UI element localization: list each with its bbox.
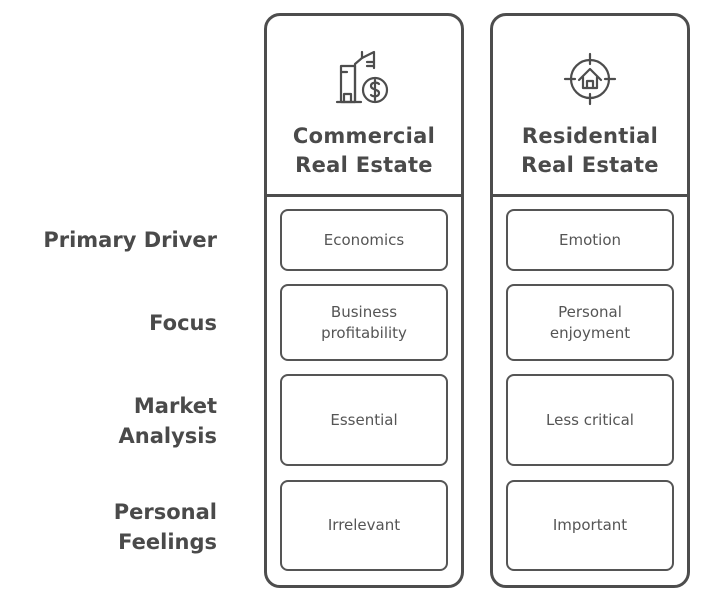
column-title-line: Commercial bbox=[292, 124, 436, 148]
column-title-line: Real Estate bbox=[295, 153, 433, 177]
column-title: Commercial Real Estate bbox=[267, 122, 461, 180]
row-label-focus: Focus bbox=[149, 308, 217, 338]
cell-residential-personal-feelings: Important bbox=[506, 480, 674, 571]
row-label-line: Market bbox=[133, 394, 217, 418]
row-label-line: Feelings bbox=[118, 530, 217, 554]
cell-text: Personal bbox=[558, 302, 622, 321]
row-label-personal-feelings: Personal Feelings bbox=[114, 497, 217, 557]
row-label-market-analysis: Market Analysis bbox=[119, 391, 217, 451]
office-building-dollar-icon bbox=[335, 50, 389, 104]
cell-text: Essential bbox=[330, 410, 398, 429]
cell-commercial-market-analysis: Essential bbox=[280, 374, 448, 466]
column-commercial-real-estate: Commercial Real Estate Economics Busines… bbox=[264, 13, 464, 588]
row-label-line: Analysis bbox=[118, 424, 217, 448]
cell-text: Business bbox=[330, 302, 398, 321]
row-label-line: Focus bbox=[149, 311, 217, 335]
cell-residential-market-analysis: Less critical bbox=[506, 374, 674, 466]
cell-text: Irrelevant bbox=[327, 516, 401, 534]
row-label-line: Personal bbox=[113, 500, 217, 524]
cell-text: Important bbox=[552, 516, 628, 534]
cell-text: profitability bbox=[321, 323, 407, 342]
house-target-icon bbox=[563, 52, 617, 106]
cell-commercial-primary-driver: Economics bbox=[280, 209, 448, 271]
column-residential-real-estate: Residential Real Estate Emotion Personal… bbox=[490, 13, 690, 588]
cell-commercial-focus: Business profitability bbox=[280, 284, 448, 361]
cell-text: enjoyment bbox=[549, 323, 631, 342]
column-header: Commercial Real Estate bbox=[267, 16, 461, 197]
row-label-line: Primary Driver bbox=[43, 228, 217, 252]
cell-commercial-personal-feelings: Irrelevant bbox=[280, 480, 448, 571]
cell-text: Economics bbox=[323, 230, 405, 249]
row-label-primary-driver: Primary Driver bbox=[43, 225, 217, 255]
column-header: Residential Real Estate bbox=[493, 16, 687, 197]
cell-text: Emotion bbox=[559, 230, 621, 249]
column-title: Residential Real Estate bbox=[493, 122, 687, 180]
cell-residential-focus: Personal enjoyment bbox=[506, 284, 674, 361]
column-title-line: Real Estate bbox=[521, 153, 659, 177]
cell-residential-primary-driver: Emotion bbox=[506, 209, 674, 271]
column-title-line: Residential bbox=[521, 124, 659, 148]
cell-text: Less critical bbox=[546, 410, 634, 429]
